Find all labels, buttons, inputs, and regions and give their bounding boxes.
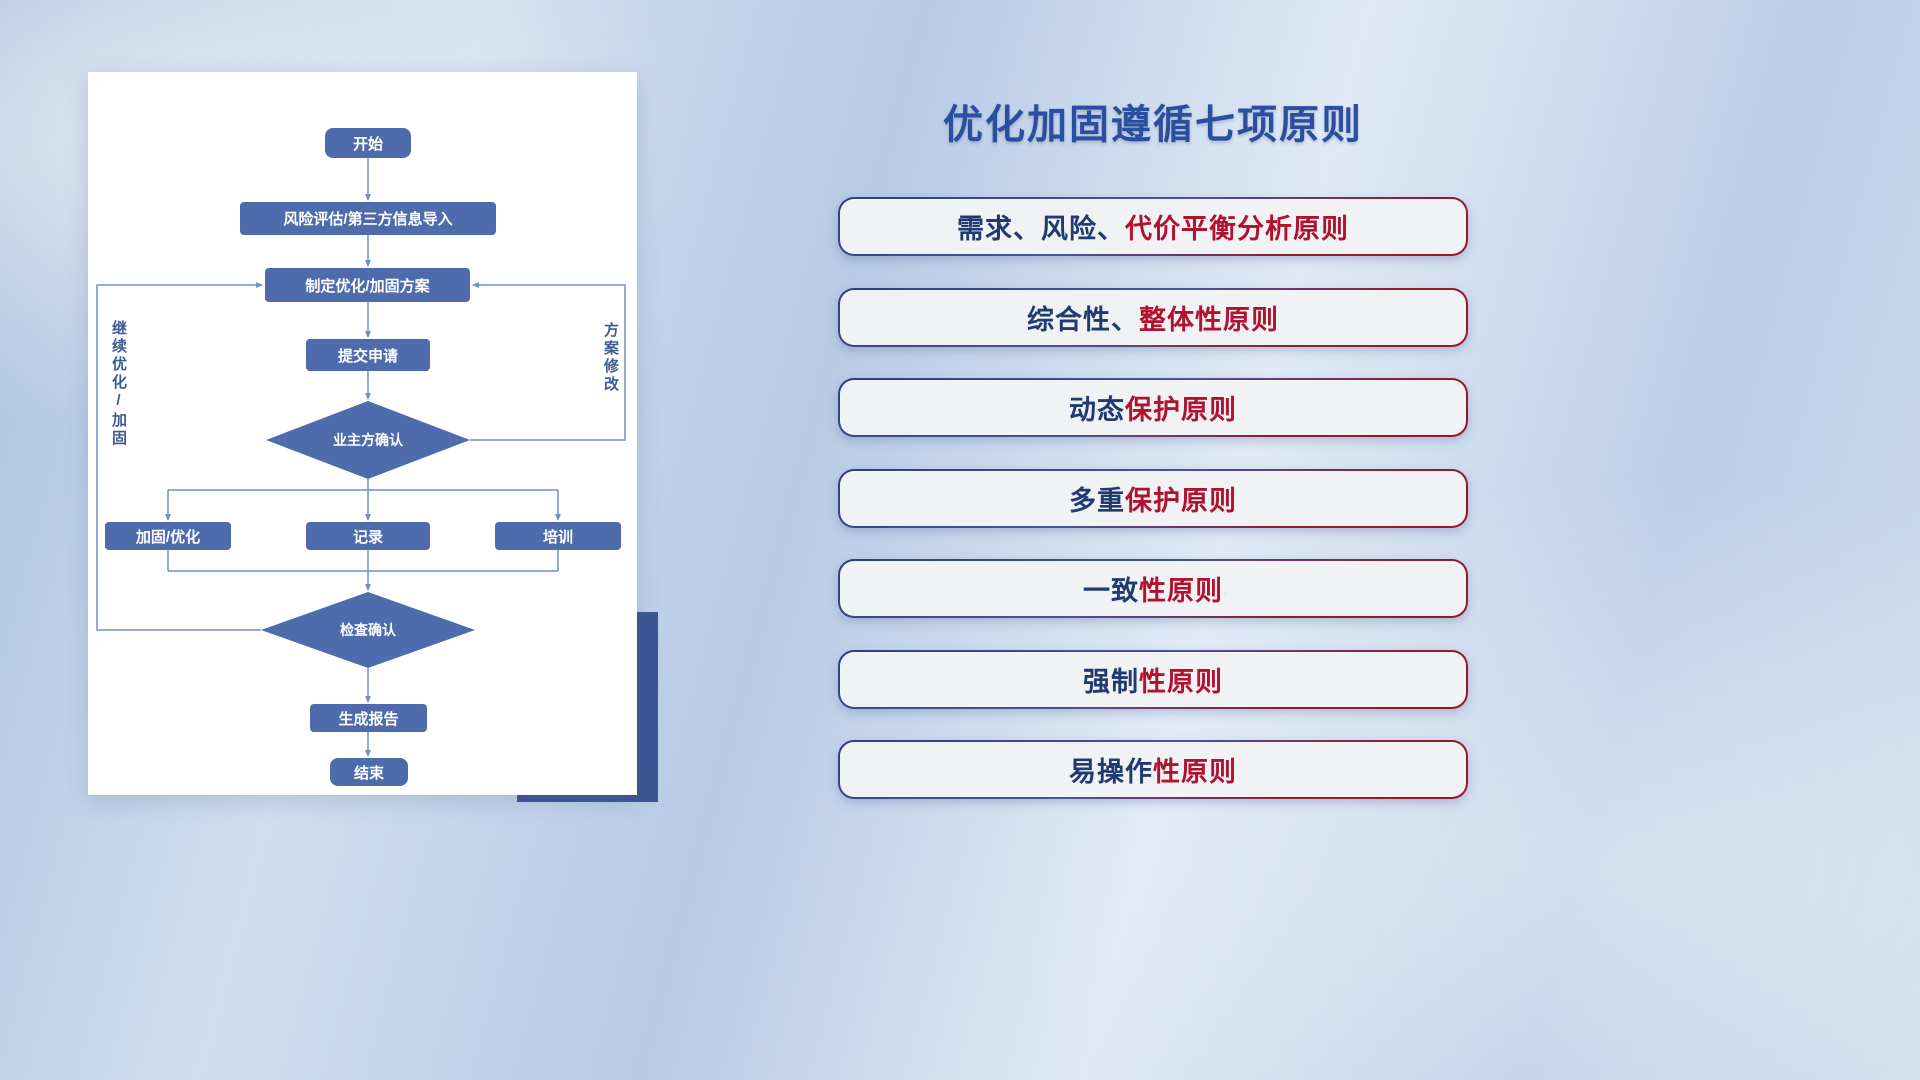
flow-label-plan-revise: 方案修改 bbox=[602, 322, 619, 394]
principle-item-1: 需求、风险、代价平衡分析原则 bbox=[838, 197, 1468, 256]
flow-node-risk-import: 风险评估/第三方信息导入 bbox=[240, 202, 496, 235]
principle-text-suffix: 性原则 bbox=[1139, 576, 1223, 606]
flow-node-record: 记录 bbox=[306, 522, 430, 550]
flow-node-end: 结束 bbox=[330, 758, 408, 786]
flow-node-report: 生成报告 bbox=[310, 704, 427, 732]
principle-text-prefix: 强制 bbox=[1083, 667, 1139, 697]
flow-label-continue-optimize: 继续优化/加固 bbox=[110, 320, 127, 448]
principle-text-suffix: 整体性原则 bbox=[1139, 305, 1279, 335]
flow-node-start: 开始 bbox=[325, 128, 411, 158]
principle-text-prefix: 一致 bbox=[1083, 576, 1139, 606]
principle-text-suffix: 性原则 bbox=[1139, 667, 1223, 697]
principle-text-prefix: 需求、风险、 bbox=[957, 214, 1125, 244]
flow-node-submit: 提交申请 bbox=[306, 339, 430, 371]
principle-item-6: 强制性原则 bbox=[838, 650, 1468, 709]
principle-text-prefix: 动态 bbox=[1069, 395, 1125, 425]
panel-title: 优化加固遵循七项原则 bbox=[943, 103, 1363, 147]
principle-text-prefix: 综合性、 bbox=[1027, 305, 1139, 335]
principles-panel: 优化加固遵循七项原则 需求、风险、代价平衡分析原则 综合性、整体性原则 动态保护… bbox=[838, 0, 1468, 1080]
principle-text-prefix: 多重 bbox=[1069, 486, 1125, 516]
principle-text-suffix: 保护原则 bbox=[1125, 395, 1237, 425]
principle-item-7: 易操作性原则 bbox=[838, 740, 1468, 799]
principle-text-suffix: 性原则 bbox=[1153, 757, 1237, 787]
principle-item-3: 动态保护原则 bbox=[838, 378, 1468, 437]
principle-item-5: 一致性原则 bbox=[838, 559, 1468, 618]
flow-node-make-plan: 制定优化/加固方案 bbox=[265, 268, 470, 302]
principle-text-suffix: 代价平衡分析原则 bbox=[1125, 214, 1349, 244]
principle-text-suffix: 保护原则 bbox=[1125, 486, 1237, 516]
flow-node-train: 培训 bbox=[495, 522, 621, 550]
principle-item-2: 综合性、整体性原则 bbox=[838, 288, 1468, 347]
flow-node-harden: 加固/优化 bbox=[105, 522, 231, 550]
flow-connectors bbox=[96, 158, 626, 757]
principle-text-prefix: 易操作 bbox=[1069, 757, 1153, 787]
principle-item-4: 多重保护原则 bbox=[838, 469, 1468, 528]
flowchart-card: 开始 风险评估/第三方信息导入 制定优化/加固方案 提交申请 业主方确认 加固/… bbox=[88, 72, 637, 795]
